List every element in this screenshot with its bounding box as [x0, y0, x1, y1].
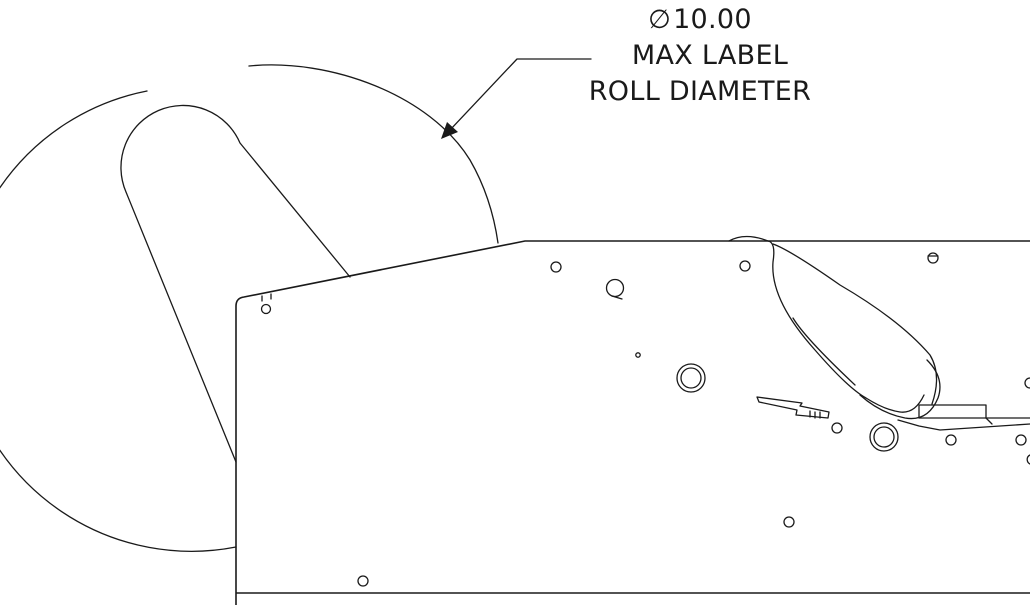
peel-plate-base — [897, 419, 1030, 431]
label-roll-outline — [0, 90, 237, 552]
hole — [357, 575, 369, 587]
hole-tab — [611, 295, 623, 300]
hole — [783, 516, 795, 528]
diameter-dimension: ∅10.00 — [560, 2, 840, 38]
hole — [927, 252, 939, 264]
notch-hole — [260, 303, 272, 315]
sensor-bracket — [756, 396, 830, 419]
roller-inner — [680, 367, 702, 389]
hole — [945, 434, 957, 446]
callout-line-2: ROLL DIAMETER — [588, 76, 812, 107]
enclosure-notch — [261, 293, 272, 302]
peel-plate-tick — [985, 417, 993, 425]
roller — [869, 422, 899, 452]
hole — [1015, 434, 1027, 446]
rewind-arm-slot — [792, 317, 856, 386]
hole — [831, 422, 843, 434]
hole — [605, 278, 625, 298]
diameter-value: 10.00 — [673, 4, 752, 35]
leader-arrowhead — [441, 122, 458, 139]
roller — [676, 363, 706, 393]
pin-hole — [635, 352, 641, 358]
sensor-bracket-detail — [809, 410, 821, 419]
hole — [739, 260, 751, 272]
rewind-arm — [767, 240, 925, 413]
leader-line — [449, 58, 592, 131]
unwind-arm — [120, 104, 351, 463]
callout-line-1: MAX LABEL — [631, 40, 789, 71]
diameter-symbol: ∅ — [648, 5, 672, 35]
hole-partial — [1024, 377, 1030, 389]
roller-inner — [873, 426, 895, 448]
diameter-callout: ∅10.00 MAX LABEL ROLL DIAMETER — [560, 2, 840, 110]
hole — [550, 261, 562, 273]
hole-partial — [1026, 454, 1030, 465]
rewind-arm-lower — [859, 359, 941, 420]
enclosure-body — [235, 240, 1030, 605]
rewind-arm-top — [728, 235, 769, 242]
label-roll-outline-right — [248, 64, 499, 244]
